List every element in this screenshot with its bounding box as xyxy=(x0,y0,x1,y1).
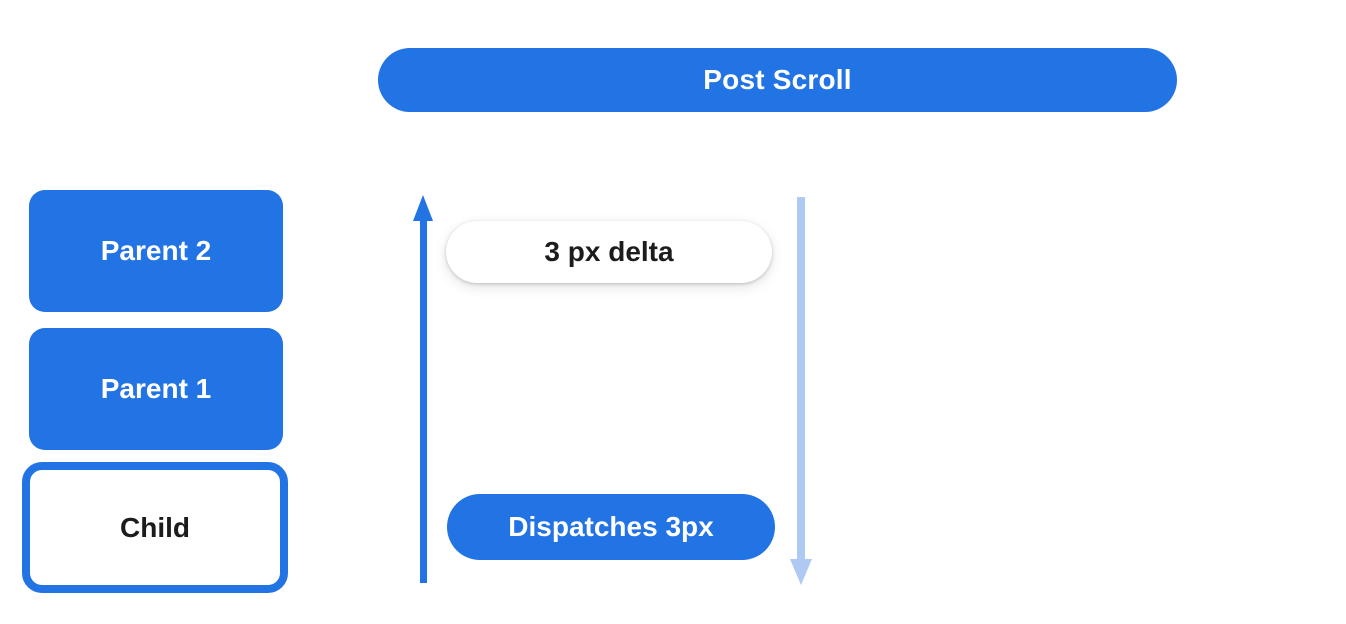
box-child: Child xyxy=(22,462,288,593)
post-scroll-banner: Post Scroll xyxy=(378,48,1177,112)
box-parent-2: Parent 2 xyxy=(29,190,283,312)
up-arrow-shaft xyxy=(419,217,427,583)
post-scroll-label: Post Scroll xyxy=(703,64,852,95)
down-arrow-shaft xyxy=(797,197,805,560)
up-arrow-icon xyxy=(413,195,433,583)
dispatch-pill: Dispatches 3px xyxy=(447,494,775,560)
delta-pill-label: 3 px delta xyxy=(544,236,674,267)
delta-pill: 3 px delta xyxy=(446,221,772,283)
box-parent-1: Parent 1 xyxy=(29,328,283,450)
down-arrow-head xyxy=(790,559,812,585)
box-parent-2-label: Parent 2 xyxy=(100,235,212,266)
box-parent-1-label: Parent 1 xyxy=(100,373,212,404)
box-child-label: Child xyxy=(120,511,190,543)
down-arrow-icon xyxy=(790,197,812,585)
up-arrow-head xyxy=(413,195,433,221)
dispatch-pill-label: Dispatches 3px xyxy=(508,511,714,542)
